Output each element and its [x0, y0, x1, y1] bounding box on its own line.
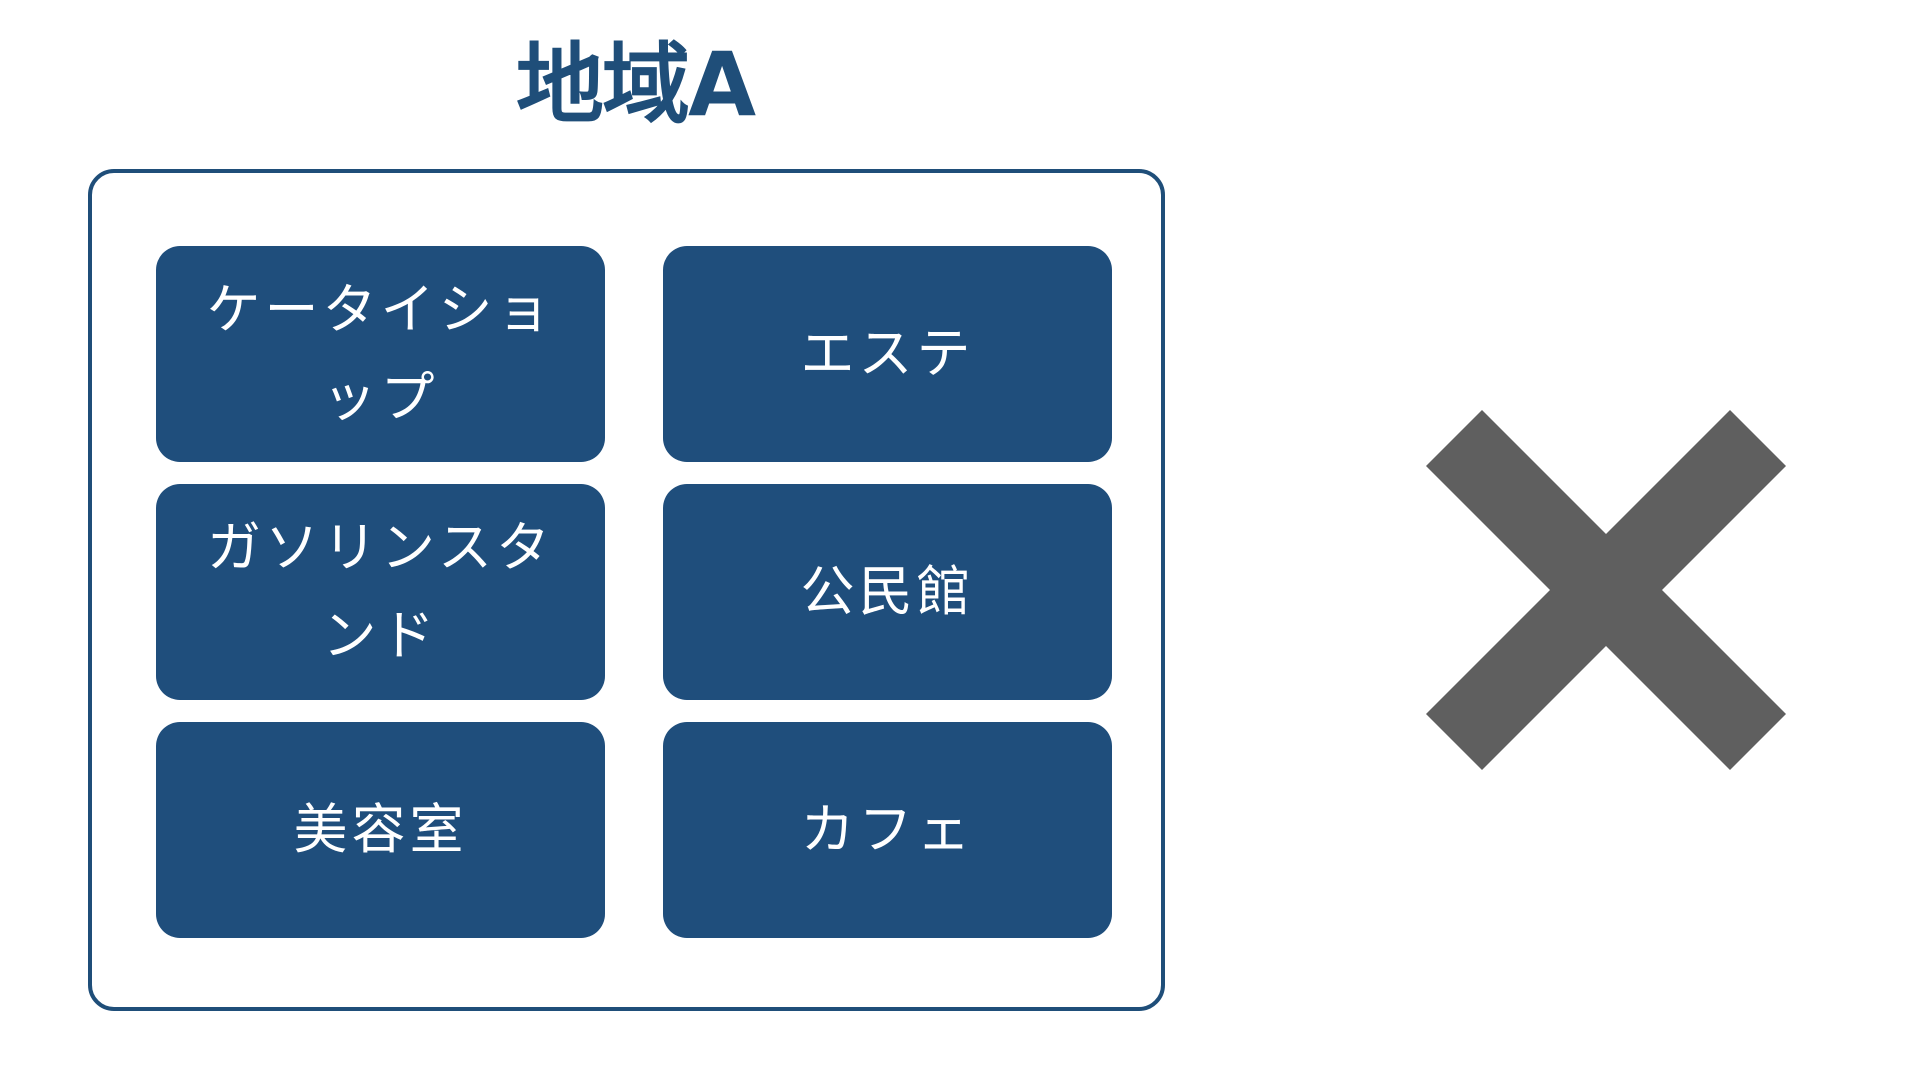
facility-label: ガソリンスタンド	[207, 516, 554, 667]
facility-tile-keitai-shop[interactable]: ケータイショップ	[156, 246, 605, 462]
facility-tile-cafe[interactable]: カフェ	[663, 722, 1112, 938]
facility-label: エステ	[800, 322, 975, 385]
facility-grid: ケータイショップ エステ ガソリンスタンド 公民館 美容室 カフェ	[156, 246, 1112, 938]
region-title: 地域A	[515, 33, 756, 136]
cross-mark-shape	[1426, 410, 1786, 770]
facility-tile-gas-station[interactable]: ガソリンスタンド	[156, 484, 605, 700]
cross-mark-icon	[1426, 410, 1786, 770]
facility-tile-hair-salon[interactable]: 美容室	[156, 722, 605, 938]
facility-tile-community-center[interactable]: 公民館	[663, 484, 1112, 700]
facility-tile-esthe[interactable]: エステ	[663, 246, 1112, 462]
facility-label: 公民館	[800, 560, 975, 623]
facility-label: ケータイショップ	[206, 278, 555, 429]
facility-label: 美容室	[293, 798, 468, 861]
facility-label: カフェ	[800, 798, 975, 861]
